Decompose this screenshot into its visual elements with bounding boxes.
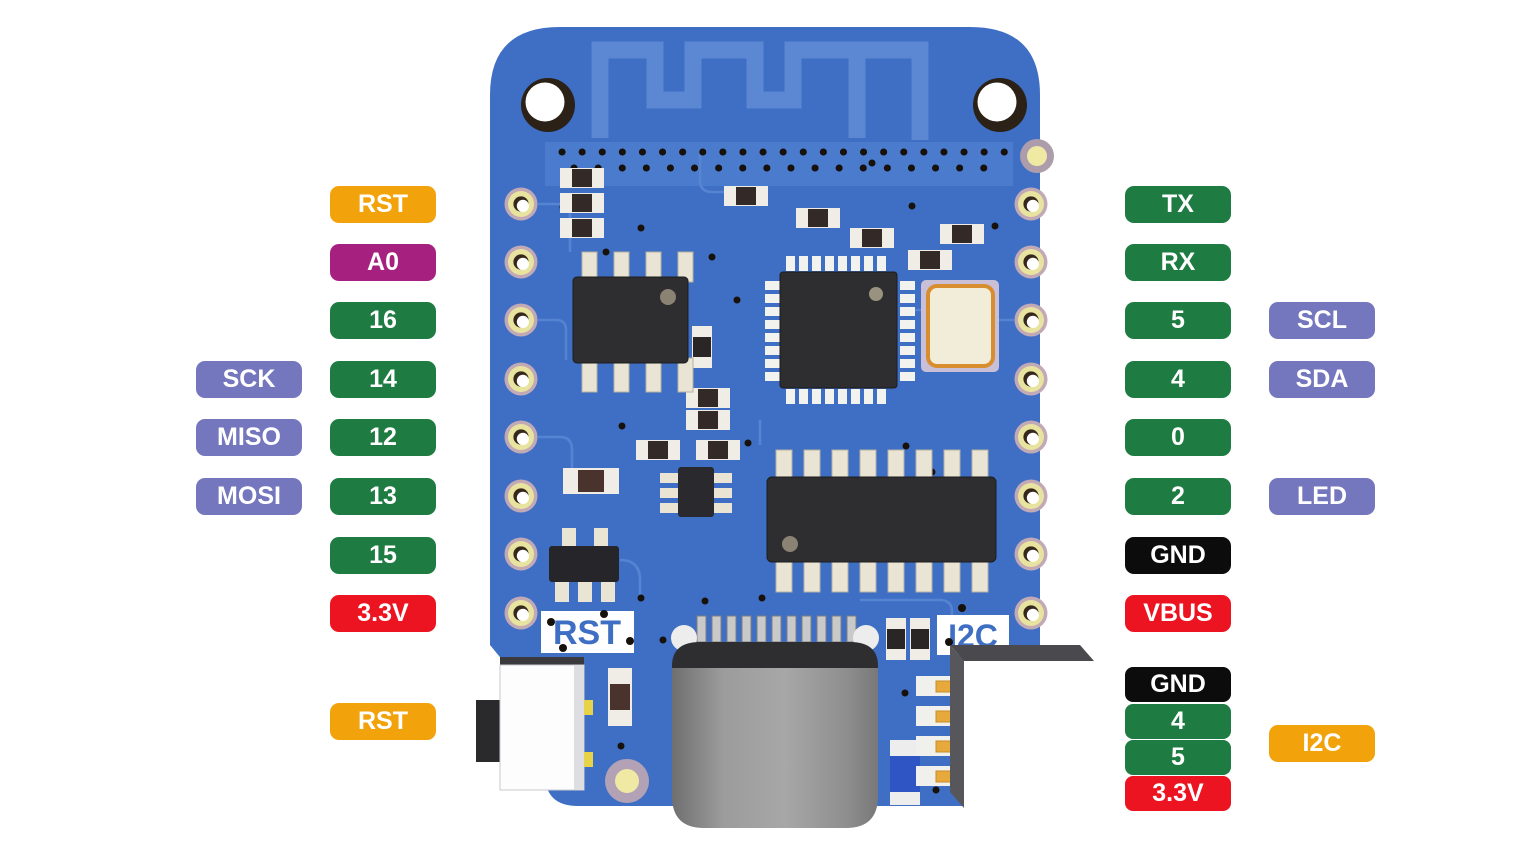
pin-label-16: 16 bbox=[330, 302, 436, 339]
flash-chip bbox=[572, 251, 694, 393]
pin-label-rx: RX bbox=[1125, 244, 1231, 281]
pin-label-vbus: VBUS bbox=[1125, 595, 1231, 632]
pin-label-rst: RST bbox=[330, 186, 436, 223]
pin-label-0: 0 bbox=[1125, 419, 1231, 456]
passive-components bbox=[560, 168, 984, 805]
pin-label-miso: MISO bbox=[196, 419, 302, 456]
i2c-header-gnd: GND bbox=[1125, 667, 1231, 702]
pin-label-led: LED bbox=[1269, 478, 1375, 515]
pin-label-3v3: 3.3V bbox=[330, 595, 436, 632]
pin-label-sck: SCK bbox=[196, 361, 302, 398]
reset-switch bbox=[476, 657, 593, 791]
pin-label-gnd: GND bbox=[1125, 537, 1231, 574]
fiducial-pad-top-right bbox=[1020, 139, 1054, 173]
pin-label-a0: A0 bbox=[330, 244, 436, 281]
pin-label-4: 4 bbox=[1125, 361, 1231, 398]
pin-label-sda: SDA bbox=[1269, 361, 1375, 398]
reset-button-label: RST bbox=[330, 703, 436, 740]
pin-label-5: 5 bbox=[1125, 302, 1231, 339]
fiducial-pad-bottom-left bbox=[605, 759, 649, 803]
antenna-trace bbox=[591, 41, 929, 140]
pin-label-mosi: MOSI bbox=[196, 478, 302, 515]
i2c-header-5: 5 bbox=[1125, 740, 1231, 775]
i2c-header-4: 4 bbox=[1125, 704, 1231, 739]
i2c-group-label: I2C bbox=[1269, 725, 1375, 762]
voltage-regulator bbox=[549, 528, 619, 602]
crystal-oscillator bbox=[921, 280, 999, 372]
mcu-chip bbox=[765, 256, 915, 404]
pin-label-tx: TX bbox=[1125, 186, 1231, 223]
pin-label-15: 15 bbox=[330, 537, 436, 574]
pin-label-2: 2 bbox=[1125, 478, 1231, 515]
silkscreen-rst: RST bbox=[541, 610, 634, 653]
small-ic-6pin bbox=[660, 467, 732, 517]
i2c-connector bbox=[950, 645, 1094, 811]
pin-label-13: 13 bbox=[330, 478, 436, 515]
usb-c-connector bbox=[671, 615, 879, 828]
i2c-header-3v3: 3.3V bbox=[1125, 776, 1231, 811]
pin-label-14: 14 bbox=[330, 361, 436, 398]
mounting-hole-top-left bbox=[521, 78, 575, 132]
pin-label-scl: SCL bbox=[1269, 302, 1375, 339]
mounting-hole-top-right bbox=[973, 78, 1027, 132]
soic16-chip bbox=[766, 449, 997, 593]
pin-label-12: 12 bbox=[330, 419, 436, 456]
